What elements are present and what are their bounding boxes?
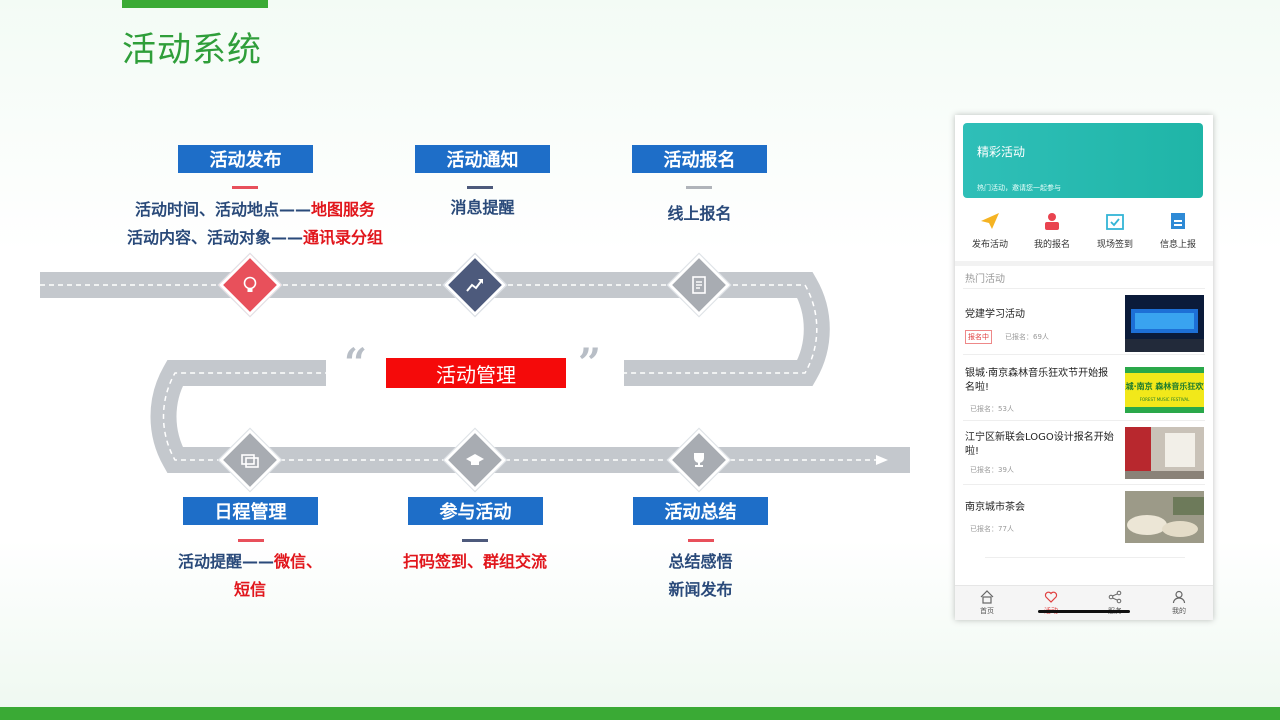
calendar-check-icon xyxy=(1106,214,1124,230)
node-publish xyxy=(218,253,282,317)
list-item[interactable]: 江宁区新联会LOGO设计报名开始啦! 已报名：39人 xyxy=(955,425,1213,489)
status-badge: 报名中 xyxy=(965,330,992,344)
step-desc-signup: 线上报名 xyxy=(667,204,732,223)
signup-count: 已报名：69人 xyxy=(1005,333,1049,341)
activity-title: 银城·南京森林音乐狂欢节开始报名啦! xyxy=(965,368,1109,393)
activity-thumbnail: 银城·南京 森林音乐狂欢节 FOREST MUSIC FESTIVAL xyxy=(1125,367,1204,413)
svg-text:银城·南京 森林音乐狂欢节: 银城·南京 森林音乐狂欢节 xyxy=(1125,381,1204,391)
banner-title: 精彩活动 xyxy=(977,145,1026,159)
step-label-notice: 活动通知 xyxy=(415,145,550,173)
list-item[interactable]: 党建学习活动 报名中 已报名：69人 xyxy=(955,293,1213,357)
slides-icon xyxy=(241,454,259,468)
tab-home[interactable]: 首页 xyxy=(955,590,1019,616)
list-item[interactable]: 银城·南京森林音乐狂欢节开始报名啦! 已报名：53人 银城·南京 森林音乐狂欢节… xyxy=(955,359,1213,423)
step-dash-schedule xyxy=(238,539,264,542)
list-item[interactable]: 南京城市茶会 已报名：77人 xyxy=(955,489,1213,553)
signup-count: 已报名：39人 xyxy=(970,466,1014,474)
tab-mine[interactable]: 我的 xyxy=(1147,590,1211,616)
paper-plane-icon xyxy=(981,213,999,229)
step-label-join: 参与活动 xyxy=(408,497,543,525)
quick-publish-activity[interactable]: 发布活动 xyxy=(958,211,1022,250)
featured-banner[interactable]: 精彩活动 热门活动，邀请您一起参与 xyxy=(963,123,1203,198)
node-summary xyxy=(667,428,731,492)
step-dash-publish xyxy=(232,186,258,189)
hot-activities-title: 热门活动 xyxy=(965,274,1005,285)
node-join xyxy=(443,428,507,492)
step-dash-summary xyxy=(688,539,714,542)
step-label-schedule: 日程管理 xyxy=(183,497,318,525)
quick-my-signups[interactable]: 我的报名 xyxy=(1020,211,1084,250)
center-label: 活动管理 xyxy=(386,358,566,388)
node-schedule xyxy=(218,428,282,492)
activity-title: 党建学习活动 xyxy=(965,309,1025,320)
step-dash-signup xyxy=(686,186,712,189)
step-label-summary: 活动总结 xyxy=(633,497,768,525)
page-title: 活动系统 xyxy=(122,30,262,70)
heart-icon xyxy=(1044,591,1058,603)
quick-info-report[interactable]: 信息上报 xyxy=(1146,211,1210,250)
home-indicator xyxy=(1038,610,1130,613)
step-desc-join: 扫码签到、群组交流 xyxy=(402,552,547,571)
chart-icon xyxy=(466,279,483,292)
step-desc-schedule: 活动提醒——微信、 短信 xyxy=(177,552,323,599)
document-icon xyxy=(692,276,706,294)
signup-count: 已报名：53人 xyxy=(970,405,1014,413)
step-dash-notice xyxy=(467,186,493,189)
home-icon xyxy=(980,590,994,604)
activity-thumbnail xyxy=(1125,295,1204,352)
bottom-tab-bar: 首页 活动 服务 我的 xyxy=(955,585,1213,620)
share-icon xyxy=(1108,590,1122,604)
user-icon xyxy=(1172,590,1186,604)
signup-count: 已报名：77人 xyxy=(970,525,1014,533)
user-badge-icon xyxy=(1045,213,1059,230)
graduation-cap-icon xyxy=(466,454,484,465)
bulb-icon xyxy=(243,276,257,292)
step-desc-summary: 总结感悟 新闻发布 xyxy=(668,552,733,599)
road-arrow-icon xyxy=(876,455,888,465)
node-signup xyxy=(667,253,731,317)
bottom-band xyxy=(0,707,1280,720)
section-divider xyxy=(955,261,1213,266)
top-accent-bar xyxy=(122,0,268,8)
upload-doc-icon xyxy=(1171,213,1185,229)
banner-subtitle: 热门活动，邀请您一起参与 xyxy=(977,184,1061,192)
step-desc-publish: 活动时间、活动地点——地图服务 活动内容、活动对象——通讯录分组 xyxy=(126,200,384,247)
step-label-publish: 活动发布 xyxy=(178,145,313,173)
step-desc-notice: 消息提醒 xyxy=(450,198,515,217)
quote-open-icon: “ xyxy=(344,340,368,387)
step-label-signup: 活动报名 xyxy=(632,145,767,173)
activity-thumbnail xyxy=(1125,427,1204,479)
section-line xyxy=(963,288,1205,289)
quote-close-icon: ” xyxy=(578,340,602,387)
phone-mockup: 精彩活动 热门活动，邀请您一起参与 发布活动 我的报名 现场签到 信息上报 热门… xyxy=(955,115,1213,620)
activity-title: 南京城市茶会 xyxy=(965,502,1025,513)
activity-thumbnail xyxy=(1125,491,1204,543)
trophy-icon xyxy=(694,453,704,467)
activity-title: 江宁区新联会LOGO设计报名开始啦! xyxy=(965,432,1114,457)
step-dash-join xyxy=(462,539,488,542)
quick-onsite-checkin[interactable]: 现场签到 xyxy=(1083,211,1147,250)
svg-text:FOREST MUSIC FESTIVAL: FOREST MUSIC FESTIVAL xyxy=(1140,397,1190,402)
node-notice xyxy=(443,253,507,317)
